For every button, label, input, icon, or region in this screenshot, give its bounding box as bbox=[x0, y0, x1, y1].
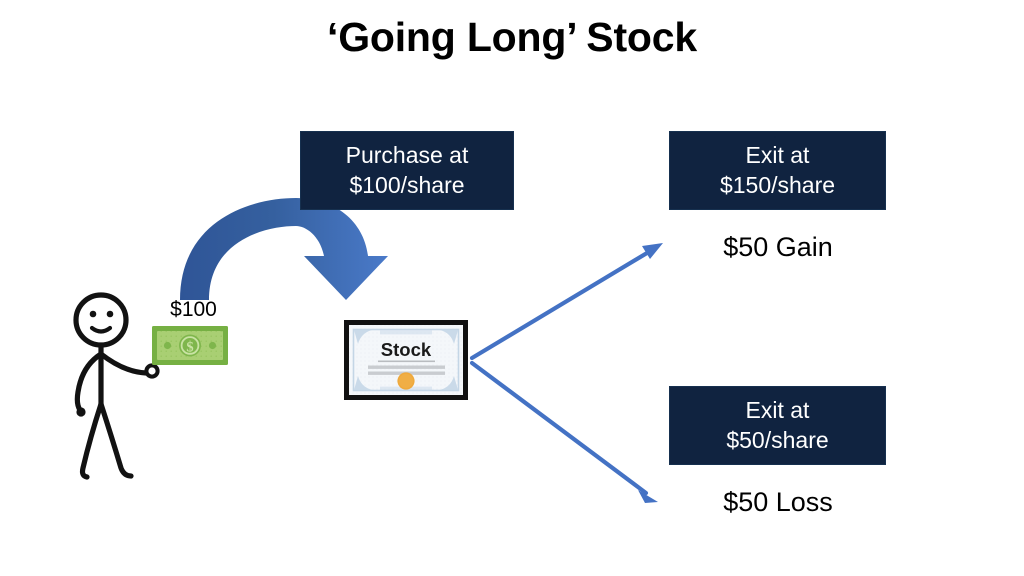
gain-outcome-label: $50 Gain bbox=[723, 232, 833, 262]
loss-outcome-label: $50 Loss bbox=[723, 487, 833, 517]
certificate-title-text: Stock bbox=[381, 339, 432, 360]
curved-arrow-icon bbox=[180, 198, 388, 300]
exit-low-line-2: $50/share bbox=[726, 426, 829, 453]
page-title: ‘Going Long’ Stock bbox=[327, 14, 697, 60]
stock-certificate-icon: Stock bbox=[344, 320, 468, 400]
purchase-line-2: $100/share bbox=[349, 171, 465, 198]
money-amount-label: $100 bbox=[170, 298, 217, 321]
exit-high-callout-box: Exit at $150/share bbox=[669, 131, 886, 210]
exit-high-line-1: Exit at bbox=[745, 142, 810, 169]
money-bill-icon: $ bbox=[152, 326, 228, 365]
purchase-callout-box: Purchase at $100/share bbox=[300, 131, 514, 210]
stick-figure-icon bbox=[73, 292, 160, 480]
exit-low-callout-box: Exit at $50/share bbox=[669, 386, 886, 465]
bill-dollar-symbol: $ bbox=[186, 339, 193, 355]
arrow-up-right-icon bbox=[469, 243, 663, 361]
exit-high-line-2: $150/share bbox=[719, 171, 836, 198]
purchase-line-1: Purchase at bbox=[345, 142, 469, 169]
arrow-down-right-icon bbox=[469, 360, 658, 503]
exit-low-line-1: Exit at bbox=[745, 397, 810, 424]
